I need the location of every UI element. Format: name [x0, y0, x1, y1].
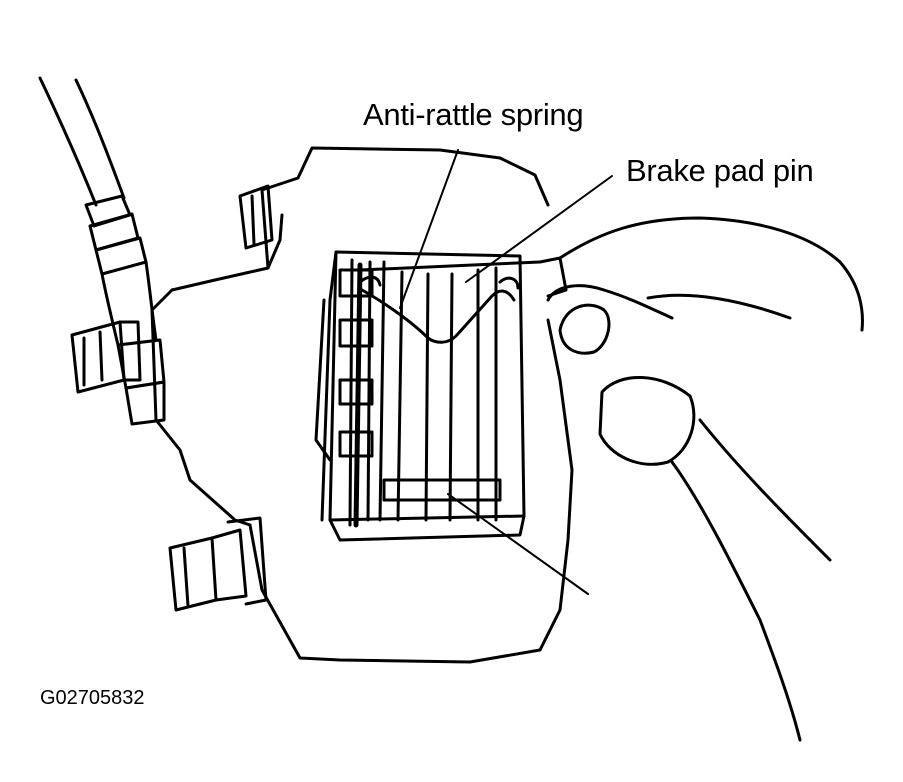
anti-rattle-spring-label: Anti-rattle spring — [363, 97, 584, 132]
leader-brake-pad-pin — [465, 175, 613, 283]
leader-pad-retainer — [447, 493, 589, 595]
leader-anti-rattle — [399, 149, 459, 309]
brake-pads — [338, 258, 502, 528]
anti-rattle-spring — [358, 275, 520, 344]
banjo-bolt — [70, 320, 142, 394]
leader-lines — [399, 149, 613, 595]
mounting-bolt-top — [238, 184, 274, 250]
brake-pad-pin-label: Brake pad pin — [626, 153, 814, 188]
mounting-bolt-bottom — [168, 516, 268, 612]
pad-window — [314, 250, 526, 542]
brake-hose — [38, 76, 166, 426]
hand — [546, 216, 864, 742]
brake-pad-pin — [358, 256, 568, 298]
figure-id-label: G02705832 — [40, 687, 145, 709]
